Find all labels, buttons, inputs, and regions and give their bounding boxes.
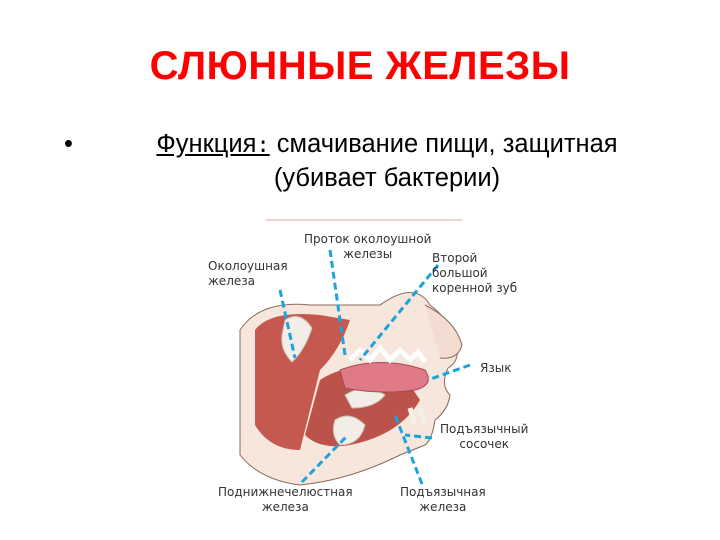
bullet-line-2: (убивает бактерии) (273, 164, 501, 192)
bullet-text: Функция: смачивание пищи, защитная (убив… (90, 128, 684, 195)
bullet-term: Функция (156, 130, 257, 158)
tongue-shape (339, 362, 429, 393)
slide-title: СЛЮННЫЕ ЖЕЛЕЗЫ (149, 44, 571, 88)
nose-shape (424, 304, 463, 359)
leader-lines (278, 249, 471, 485)
leader-line-parotid-duct (328, 249, 347, 356)
bullet-item: • Функция: смачивание пищи, защитная (уб… (64, 128, 684, 195)
leader-line-sublingual-gland (393, 414, 424, 485)
leader-line-parotid-gland (278, 289, 297, 359)
upper-teeth (348, 344, 428, 364)
submandibular-gland-shape (332, 415, 366, 446)
bullet-line-1: смачивание пищи, защитная (269, 130, 618, 158)
bullet-colon: : (256, 133, 270, 158)
bullet-dot: • (64, 130, 73, 158)
leader-line-sublingual-papilla (404, 433, 433, 440)
lower-teeth (407, 407, 427, 426)
cheek-muscle (255, 314, 350, 450)
label-tongue: Язык (480, 361, 512, 375)
anatomy-illustration (239, 219, 471, 486)
leader-line-second-molar (358, 264, 440, 361)
leader-line-tongue (427, 363, 471, 382)
